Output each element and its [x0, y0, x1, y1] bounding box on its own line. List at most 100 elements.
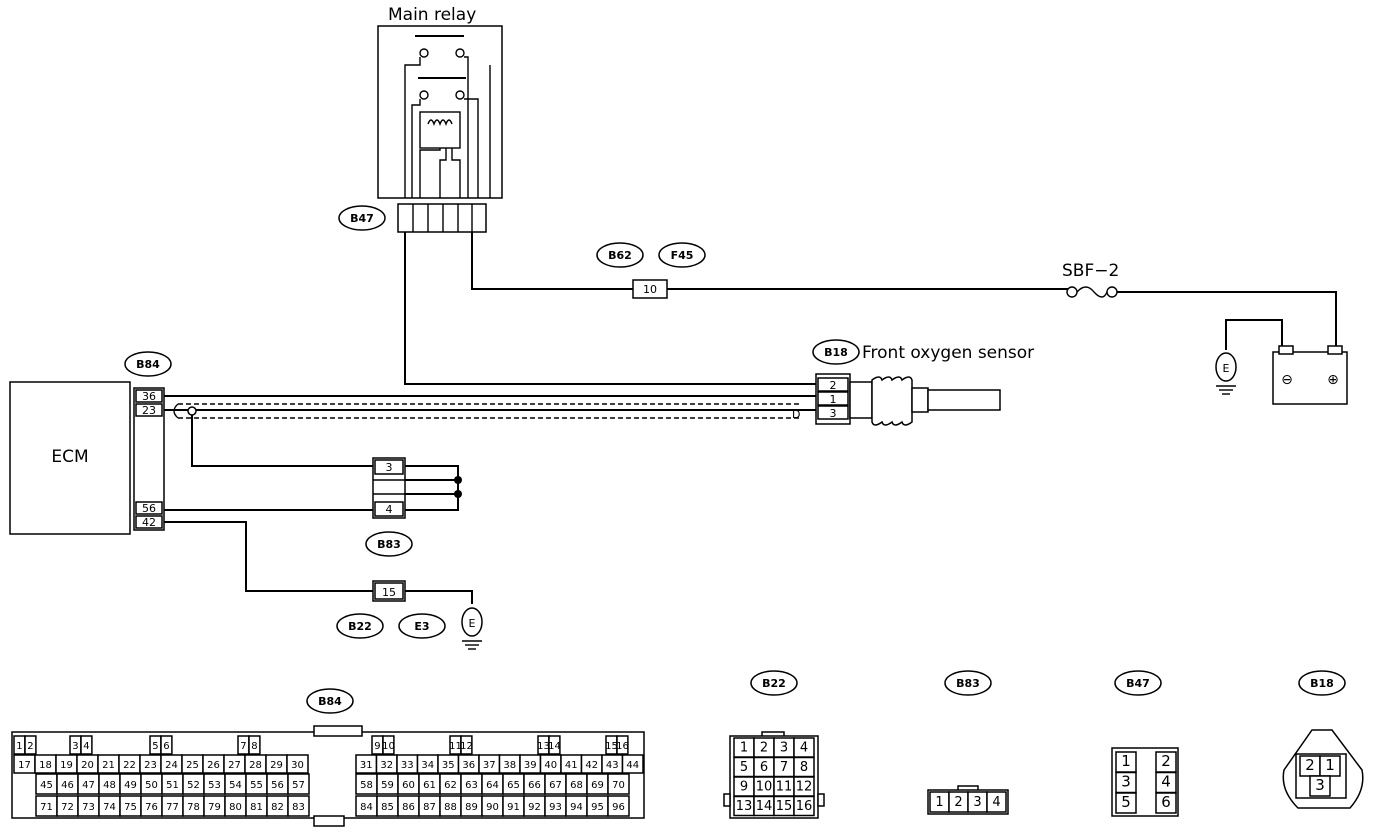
pin-cell: [460, 735, 473, 755]
pin-number: 95: [591, 802, 604, 813]
pin-number: 23: [144, 760, 157, 771]
battery-ground-icon: E: [1215, 352, 1237, 395]
pin-number: 50: [145, 780, 158, 791]
pin-number: 33: [401, 760, 414, 771]
pin-number: 96: [612, 802, 625, 813]
tag-b22-wiring: B22: [336, 613, 384, 639]
pin-number: 66: [528, 780, 541, 791]
pin-number: 70: [612, 780, 625, 791]
pin-number: 11: [449, 741, 462, 752]
pin-number: 41: [565, 760, 578, 771]
svg-text:56: 56: [142, 502, 156, 515]
pin-number: 77: [166, 802, 179, 813]
pin-cell: [793, 795, 815, 817]
pin-number: 73: [82, 802, 95, 813]
pin-number: 75: [124, 802, 137, 813]
pin-cell: [607, 773, 630, 795]
pin-number: 6: [163, 741, 169, 752]
tag-f45: F45: [658, 242, 706, 268]
pin-number: 25: [186, 760, 199, 771]
pin-number: 52: [187, 780, 200, 791]
pin-number: 14: [756, 799, 773, 814]
pin-number: 90: [486, 802, 499, 813]
pin-cell: [287, 773, 310, 795]
tag-e3: E3: [398, 613, 446, 639]
pin-cell: [248, 735, 261, 755]
pin-number: 81: [250, 802, 263, 813]
pin-number: 89: [465, 802, 478, 813]
pin-cell: [287, 795, 310, 817]
connector-b83-wiring: 3 4: [372, 457, 406, 519]
svg-text:4: 4: [386, 503, 393, 516]
pin-number: 56: [271, 780, 284, 791]
svg-text:3: 3: [386, 461, 393, 474]
pin-number: 20: [81, 760, 94, 771]
pin-number: 29: [270, 760, 283, 771]
svg-text:F45: F45: [671, 249, 694, 262]
pin-number: 10: [756, 780, 773, 795]
pin-number: 84: [360, 802, 373, 813]
pin-number: 1: [1121, 752, 1131, 770]
pin-number: 94: [570, 802, 583, 813]
battery-plus: ⊕: [1327, 372, 1339, 388]
pin-number: 2: [27, 741, 33, 752]
pin-number: 44: [626, 760, 639, 771]
pin-number: 65: [507, 780, 520, 791]
pin-number: 85: [381, 802, 394, 813]
pin-number: 4: [1161, 773, 1171, 791]
pin-number: 1: [1325, 756, 1335, 774]
pin-number: 49: [124, 780, 137, 791]
pin-number: 5: [152, 741, 158, 752]
pin-number: 87: [423, 802, 436, 813]
svg-text:23: 23: [142, 404, 156, 417]
pin-number: 61: [423, 780, 436, 791]
pin-number: 47: [82, 780, 95, 791]
pin-number: 12: [460, 741, 473, 752]
front-o2-label: Front oxygen sensor: [862, 343, 1034, 363]
pin-number: 72: [61, 802, 74, 813]
pin-cell: [616, 735, 629, 755]
svg-text:1: 1: [830, 393, 837, 406]
pin-cell: [548, 735, 561, 755]
pin-cell: [286, 754, 309, 774]
pin-number: 88: [444, 802, 457, 813]
svg-text:B84: B84: [136, 358, 160, 371]
pin-number: 80: [229, 802, 242, 813]
pin-number: 16: [796, 799, 813, 814]
pin-number: 51: [166, 780, 179, 791]
pin-cell: [607, 795, 630, 817]
svg-text:E3: E3: [414, 620, 429, 633]
pin-number: 38: [503, 760, 516, 771]
pin-number: 63: [465, 780, 478, 791]
svg-text:B18: B18: [1310, 677, 1334, 690]
pin-number: 7: [240, 741, 246, 752]
pin-number: 55: [250, 780, 263, 791]
svg-text:B22: B22: [762, 677, 786, 690]
pin-number: 2: [1305, 756, 1315, 774]
pin-number: 9: [374, 741, 380, 752]
pin-number: 53: [208, 780, 221, 791]
pin-number: 27: [228, 760, 241, 771]
svg-text:B47: B47: [1126, 677, 1150, 690]
tag-b84-ecm: B84: [124, 351, 172, 377]
battery: ⊖ ⊕: [1272, 345, 1348, 405]
pin-number: 30: [291, 760, 304, 771]
pin-number: 62: [444, 780, 457, 791]
pin-number: 15: [776, 799, 793, 814]
pin-number: 17: [18, 760, 31, 771]
main-relay: [377, 25, 503, 233]
pin-number: 35: [442, 760, 455, 771]
svg-text:15: 15: [382, 586, 396, 599]
pin-cell: [621, 754, 644, 774]
pin-number: 9: [740, 780, 748, 795]
pin-number: 12: [796, 780, 813, 795]
pin-cell: [160, 735, 173, 755]
pin-cell: [382, 735, 395, 755]
pin-number: 39: [524, 760, 537, 771]
pin-number: 2: [760, 741, 768, 756]
pin-number: 6: [760, 760, 768, 775]
pin-number: 11: [776, 780, 793, 795]
